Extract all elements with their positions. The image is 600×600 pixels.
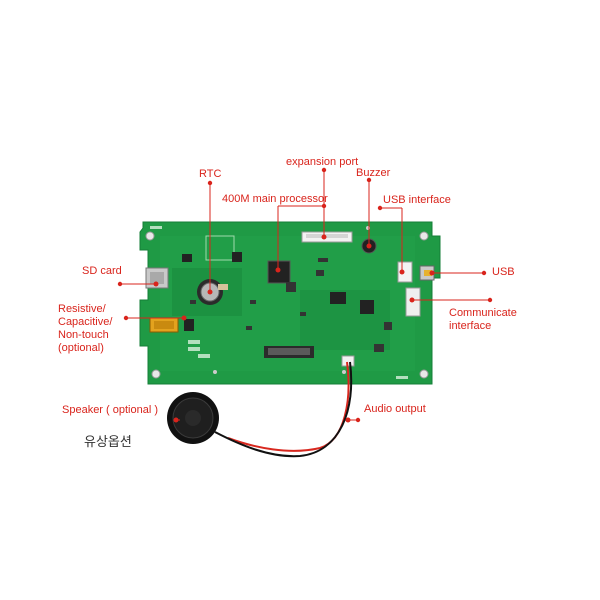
pcb-board (139, 221, 441, 385)
label-korean-note: 유상옵션 (84, 435, 132, 450)
label-expansion-port: expansion port (286, 156, 359, 168)
label-touch-options: Resistive/ Capacitive/ Non-touch (option… (58, 303, 113, 354)
label-usb-interface: USB interface (383, 194, 451, 206)
label-usb: USB (492, 266, 515, 278)
label-communicate-interface: Communicate interface (449, 307, 517, 332)
label-rtc: RTC (199, 168, 222, 180)
speaker (167, 392, 219, 444)
components (145, 231, 435, 367)
label-speaker: Speaker ( optional ) (62, 404, 158, 416)
label-buzzer: Buzzer (356, 167, 391, 179)
label-sd-card: SD card (82, 265, 122, 277)
callout-dots (117, 167, 493, 423)
label-processor: 400M main processor (222, 193, 328, 205)
speaker-wires (214, 361, 353, 458)
label-audio-output: Audio output (364, 403, 426, 415)
